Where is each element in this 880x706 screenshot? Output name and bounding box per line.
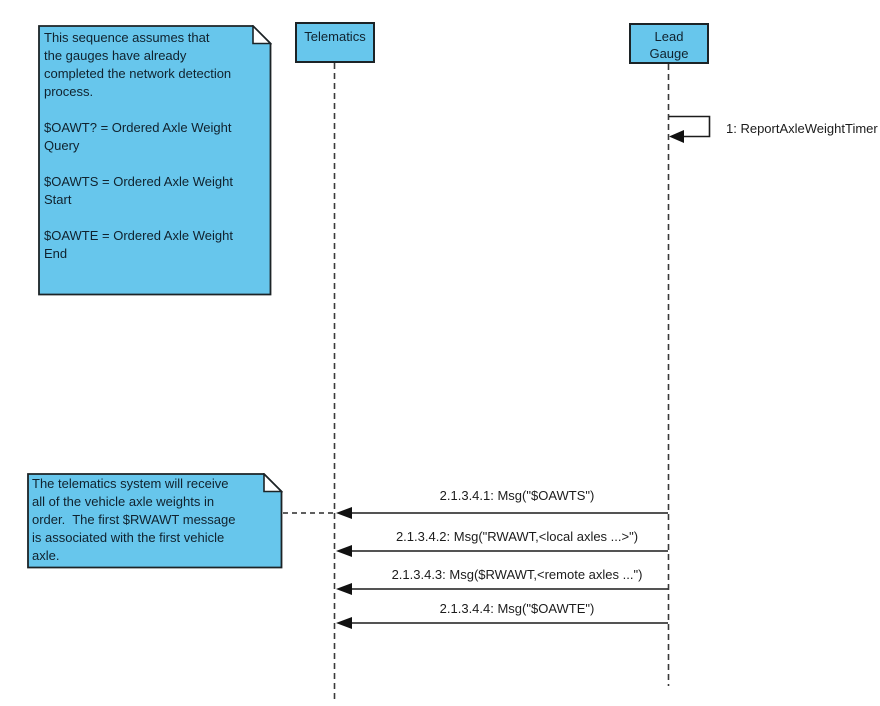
- note-text-line: End: [44, 246, 68, 261]
- assumptions-note: This sequence assumes that the gauges ha…: [38, 25, 272, 296]
- message-2-label: 2.1.3.4.2: Msg("RWAWT,<local axles ...>"…: [395, 529, 639, 544]
- note-text-line: order. The first $RWAWT message: [32, 512, 236, 527]
- message-1-arrowhead-icon: [336, 507, 352, 519]
- message-4-label: 2.1.3.4.4: Msg("$OAWTE"): [439, 601, 595, 616]
- lifeline-label-line1: Lead: [654, 29, 684, 44]
- note-text-line: [44, 101, 266, 119]
- note-text-line: is associated with the first vehicle: [32, 530, 225, 545]
- note-fold-corner-icon: [252, 25, 272, 45]
- lifeline-label: Telematics: [304, 29, 366, 44]
- message-2-arrowhead-icon: [336, 545, 352, 557]
- note-text-line: The telematics system will receive: [32, 476, 229, 491]
- note-text-line: $OAWTS = Ordered Axle Weight: [44, 174, 233, 189]
- message-4-arrowhead-icon: [336, 617, 352, 629]
- note-body: [27, 473, 283, 569]
- message-3-label: 2.1.3.4.3: Msg($RWAWT,<remote axles ..."…: [391, 567, 643, 582]
- self-message-arrowhead-icon: [669, 130, 684, 143]
- note-text-line: completed the network detection: [44, 66, 232, 81]
- note-text-line: process.: [44, 84, 94, 99]
- note-text-line: Query: [44, 138, 80, 153]
- lifeline-head-telematics: Telematics: [295, 22, 375, 63]
- telematics-note: The telematics system will receive all o…: [27, 473, 283, 569]
- note-text-line: the gauges have already: [44, 48, 187, 63]
- self-message-loop: [669, 115, 711, 138]
- lifeline-head-lead-gauge: Lead Gauge: [629, 23, 709, 64]
- note-text-line: all of the vehicle axle weights in: [32, 494, 215, 509]
- message-3-arrowhead-icon: [336, 583, 352, 595]
- note-text-line: Start: [44, 192, 72, 207]
- note-text-line: $OAWTE = Ordered Axle Weight: [44, 228, 233, 243]
- telematics-note-text: The telematics system will receive all o…: [32, 475, 278, 565]
- note-body: [38, 25, 272, 296]
- note-shape: [38, 25, 272, 296]
- note-text-line: axle.: [32, 548, 60, 563]
- note-fold-corner-icon: [263, 473, 283, 493]
- lifeline-label-line2: Gauge: [649, 46, 689, 61]
- note-text-line: $OAWT? = Ordered Axle Weight: [44, 120, 232, 135]
- note-text-line: [44, 209, 266, 227]
- note-shape: [27, 473, 283, 569]
- message-1-label: 2.1.3.4.1: Msg("$OAWTS"): [439, 488, 595, 503]
- note-text-line: [44, 155, 266, 173]
- self-message-label: 1: ReportAxleWeightTimer: [726, 121, 878, 136]
- assumptions-note-text: This sequence assumes that the gauges ha…: [44, 29, 266, 263]
- note-text-line: This sequence assumes that: [44, 30, 210, 45]
